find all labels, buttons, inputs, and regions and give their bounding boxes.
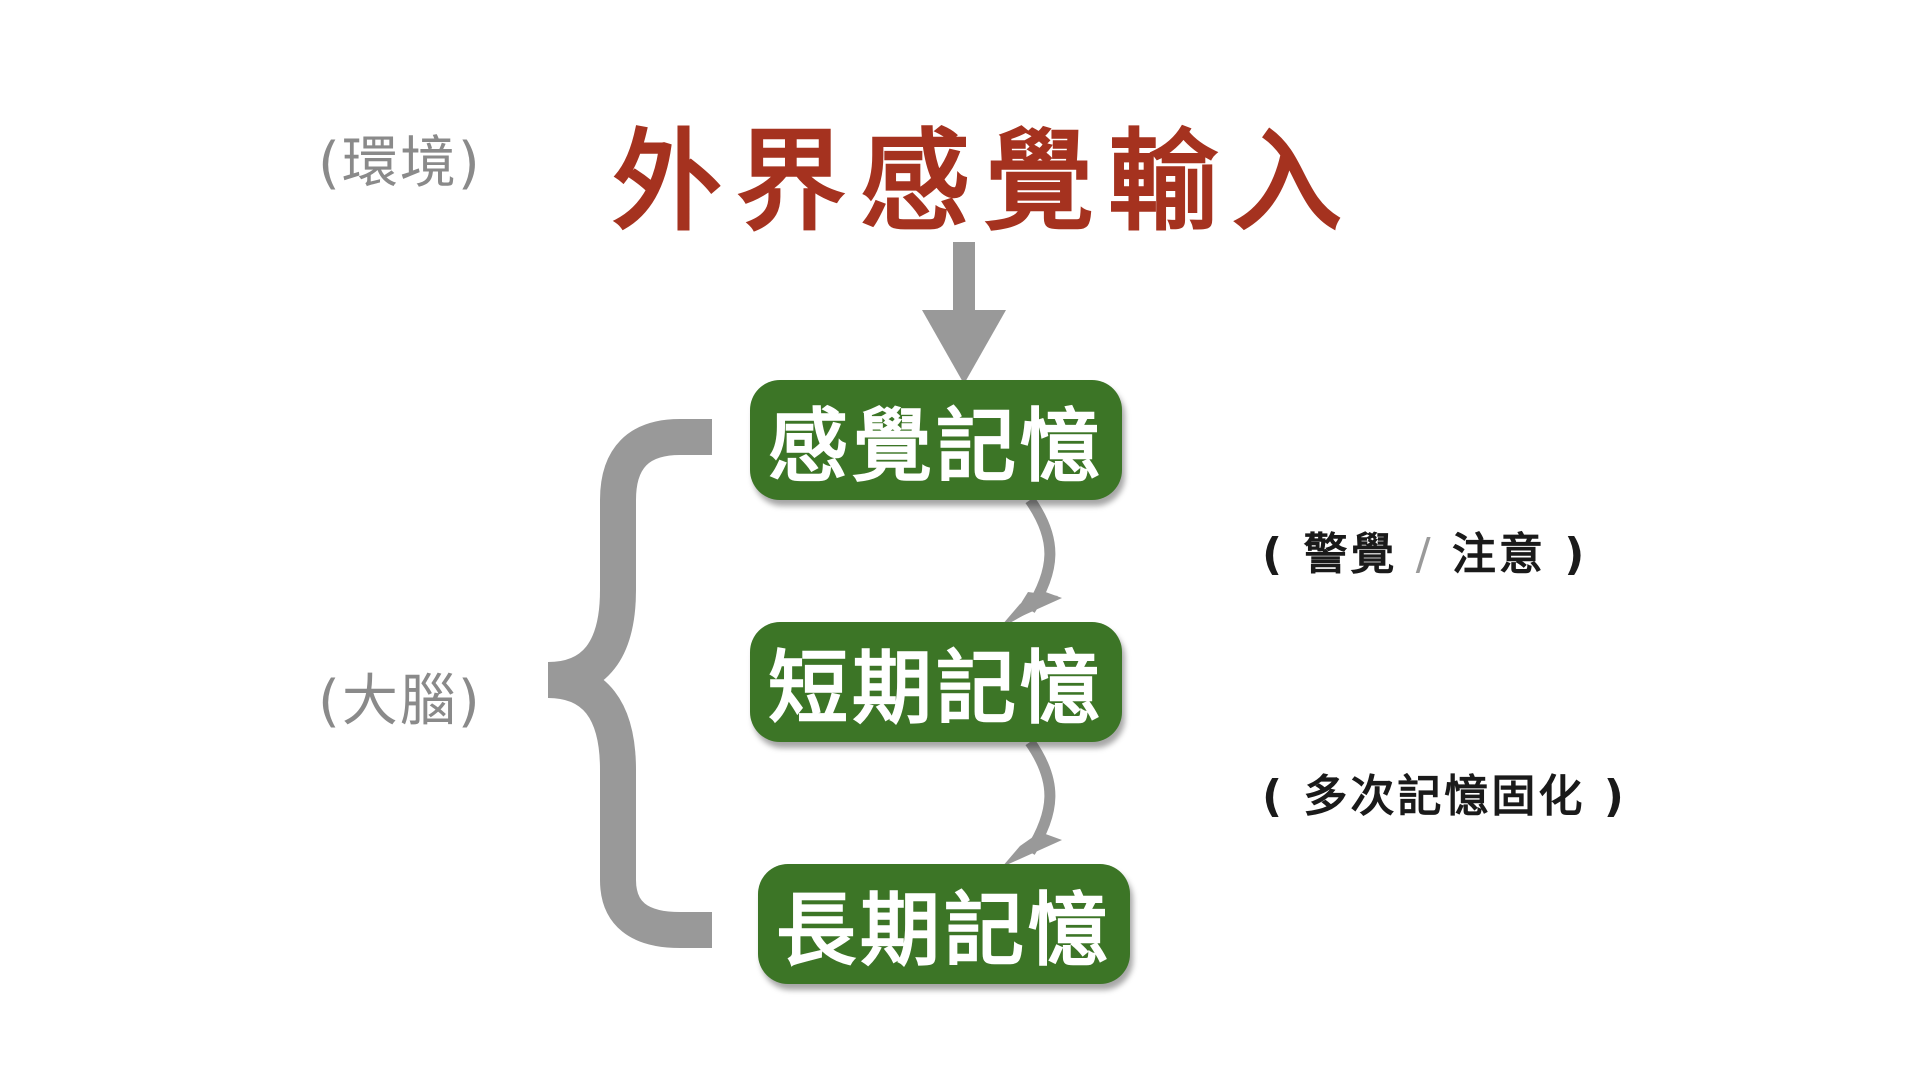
consolidation-note: ( 多次記憶固化 ) — [1262, 771, 1627, 822]
sensory-memory-box: 感覺記憶 — [750, 380, 1122, 500]
attention-focus: 注意 — [1451, 529, 1546, 580]
attention-open-paren: ( — [1262, 529, 1286, 580]
environment-label: (環境) — [318, 131, 482, 196]
long-term-memory-box: 長期記憶 — [758, 864, 1130, 984]
attention-slash: / — [1415, 529, 1434, 580]
attention-alertness: 警覺 — [1303, 529, 1398, 580]
consolidation-arrow — [1002, 738, 1062, 867]
attention-arrow — [1002, 496, 1062, 625]
external-sensory-input-title: 外界感覺輸入 — [612, 118, 1356, 246]
attention-close-paren: ) — [1564, 529, 1588, 580]
brain-bracket — [547, 419, 712, 948]
brain-label: (大腦) — [318, 669, 482, 734]
attention-note: ( 警覺 / 注意 ) — [1262, 518, 1587, 582]
short-term-memory-box: 短期記憶 — [750, 622, 1122, 742]
input-arrow — [922, 242, 1006, 384]
